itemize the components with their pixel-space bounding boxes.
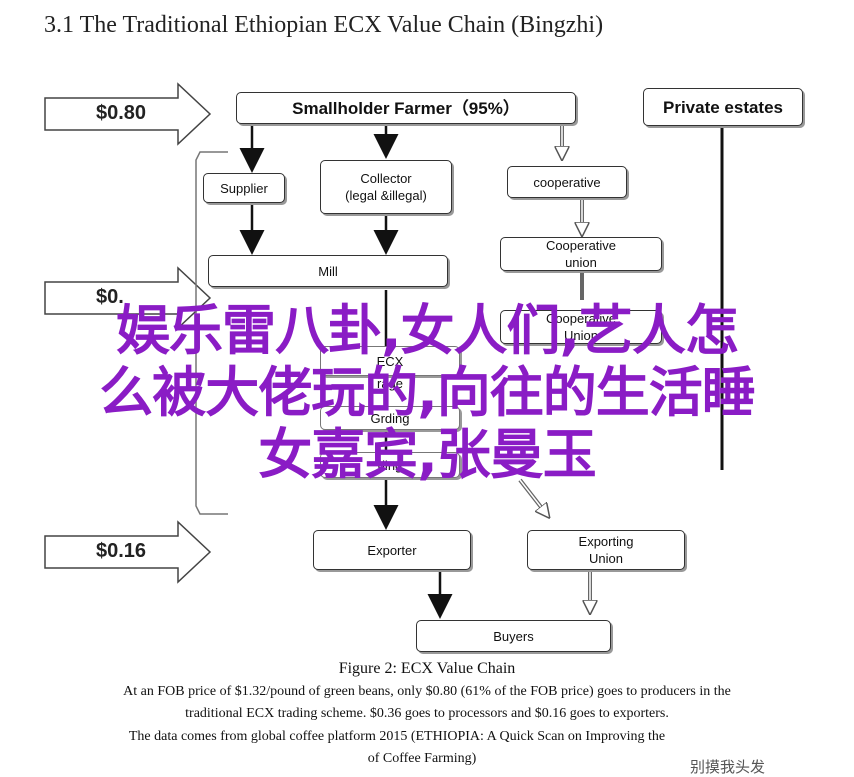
caption-line-4: of Coffee Farming): [367, 751, 477, 766]
node-exporter: Exporter: [313, 530, 471, 570]
node-grading: Grding: [320, 406, 460, 430]
node-storage: rage: [376, 375, 404, 391]
node-exporting-union: Exporting Union: [527, 530, 685, 570]
overlay-line-2: 么被大佬玩的,向往的生活睡: [99, 361, 756, 424]
page-heading: 3.1 The Traditional Ethiopian ECX Value …: [44, 12, 604, 38]
left-brace: [195, 151, 228, 515]
node-collector: Collector (legal &illegal): [320, 160, 452, 214]
node-private-estates: Private estates: [643, 88, 803, 126]
price-arrow-bottom: [44, 520, 212, 584]
node-supplier: Supplier: [203, 173, 285, 203]
overlay-text: 娱乐雷八卦,女人们,艺人怎 么被大佬玩的,向往的生活睡 女嘉宾,张曼玉: [0, 300, 854, 486]
figure-title: Figure 2: ECX Value Chain: [338, 660, 516, 677]
price-arrow-middle: [44, 266, 212, 330]
overlay-line-1: 娱乐雷八卦,女人们,艺人怎: [115, 299, 739, 362]
node-cooperative-union: Cooperative union: [500, 237, 662, 271]
node-smallholder-farmer: Smallholder Farmer（95%）: [236, 92, 576, 124]
node-buyers: Buyers: [416, 620, 611, 652]
price-label-bottom: $0.16: [96, 540, 147, 562]
caption-line-3: The data comes from global coffee platfo…: [128, 729, 666, 744]
node-cooperative-union-2: Cooperative Union: [500, 310, 662, 344]
node-ecx: ECX: [320, 346, 460, 376]
caption-line-2: traditional ECX trading scheme. $0.36 go…: [185, 706, 669, 721]
watermark: 别摸我头发: [690, 759, 766, 776]
price-label-top: $0.80: [96, 102, 147, 124]
caption-line-1: At an FOB price of $1.32/pound of green …: [123, 684, 731, 699]
node-cooperative: cooperative: [507, 166, 627, 198]
node-mill: Mill: [208, 255, 448, 287]
price-label-middle: $0.: [96, 286, 124, 308]
node-trading: ding: [320, 452, 460, 478]
overlay-line-3: 女嘉宾,张曼玉: [258, 423, 597, 486]
price-arrow-top: [44, 82, 212, 146]
